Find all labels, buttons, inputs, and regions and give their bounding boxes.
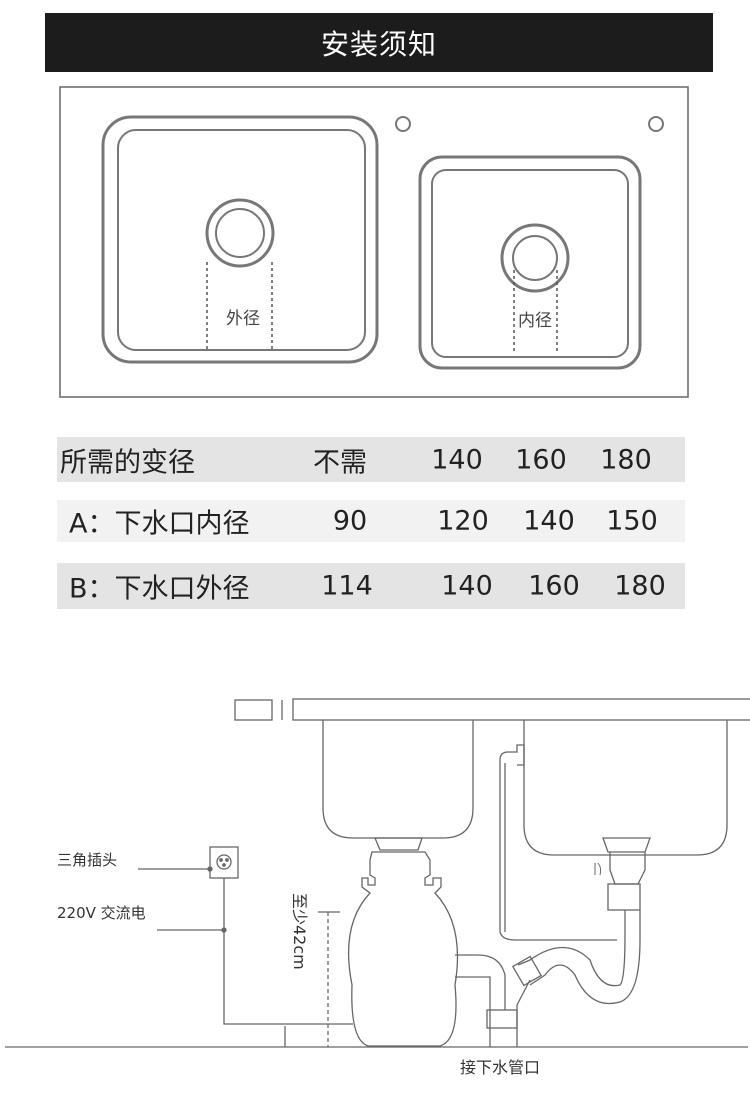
cell: 180 [614,570,666,602]
cell: 150 [606,505,658,537]
cell: 160 [515,444,567,475]
inner-diameter-label: 内径 [518,311,552,331]
faucet-hole [648,116,664,132]
cell: 不需 [313,447,367,478]
install-side-view [5,698,750,1048]
drain-outlet-label: 接下水管口 [460,1058,540,1077]
table-row: B：下水口外径 114 140 160 180 [57,563,685,609]
row-label: B：下水口外径 [69,573,250,605]
cell: 90 [332,505,368,537]
left-basin-side [322,720,474,839]
cell: 140 [441,570,493,602]
table-row: 所需的变径 不需 140 160 180 [57,437,685,482]
faucet-hole [395,116,411,132]
right-drain-fitting [607,883,641,911]
countertop [292,698,750,721]
cell: 120 [437,505,489,537]
p-trap [517,910,641,1004]
cell: 140 [523,505,575,537]
right-basin [418,155,642,370]
socket [209,846,239,879]
left-drain [205,198,275,268]
left-basin [101,115,379,364]
table-row: A：下水口内径 90 120 140 150 [57,500,685,542]
cell: 160 [528,570,580,602]
right-drain [500,223,570,293]
right-basin-side [523,720,728,856]
outer-diameter-label: 外径 [226,309,260,329]
power-wire [223,878,353,1025]
cell: 180 [600,444,652,475]
cell: 114 [321,570,373,602]
disposer [347,837,459,1047]
sink-top-view: 外径 内径 [59,86,689,398]
row-label: A：下水口内径 [69,508,250,540]
row-label: 所需的变径 [60,447,195,478]
power-label: 220V 交流电 [57,904,146,922]
page-title: 安装须知 [45,13,713,72]
min-height-label: 至少42cm [290,893,309,970]
plug-label: 三角插头 [57,851,117,869]
cell: 140 [431,444,483,475]
